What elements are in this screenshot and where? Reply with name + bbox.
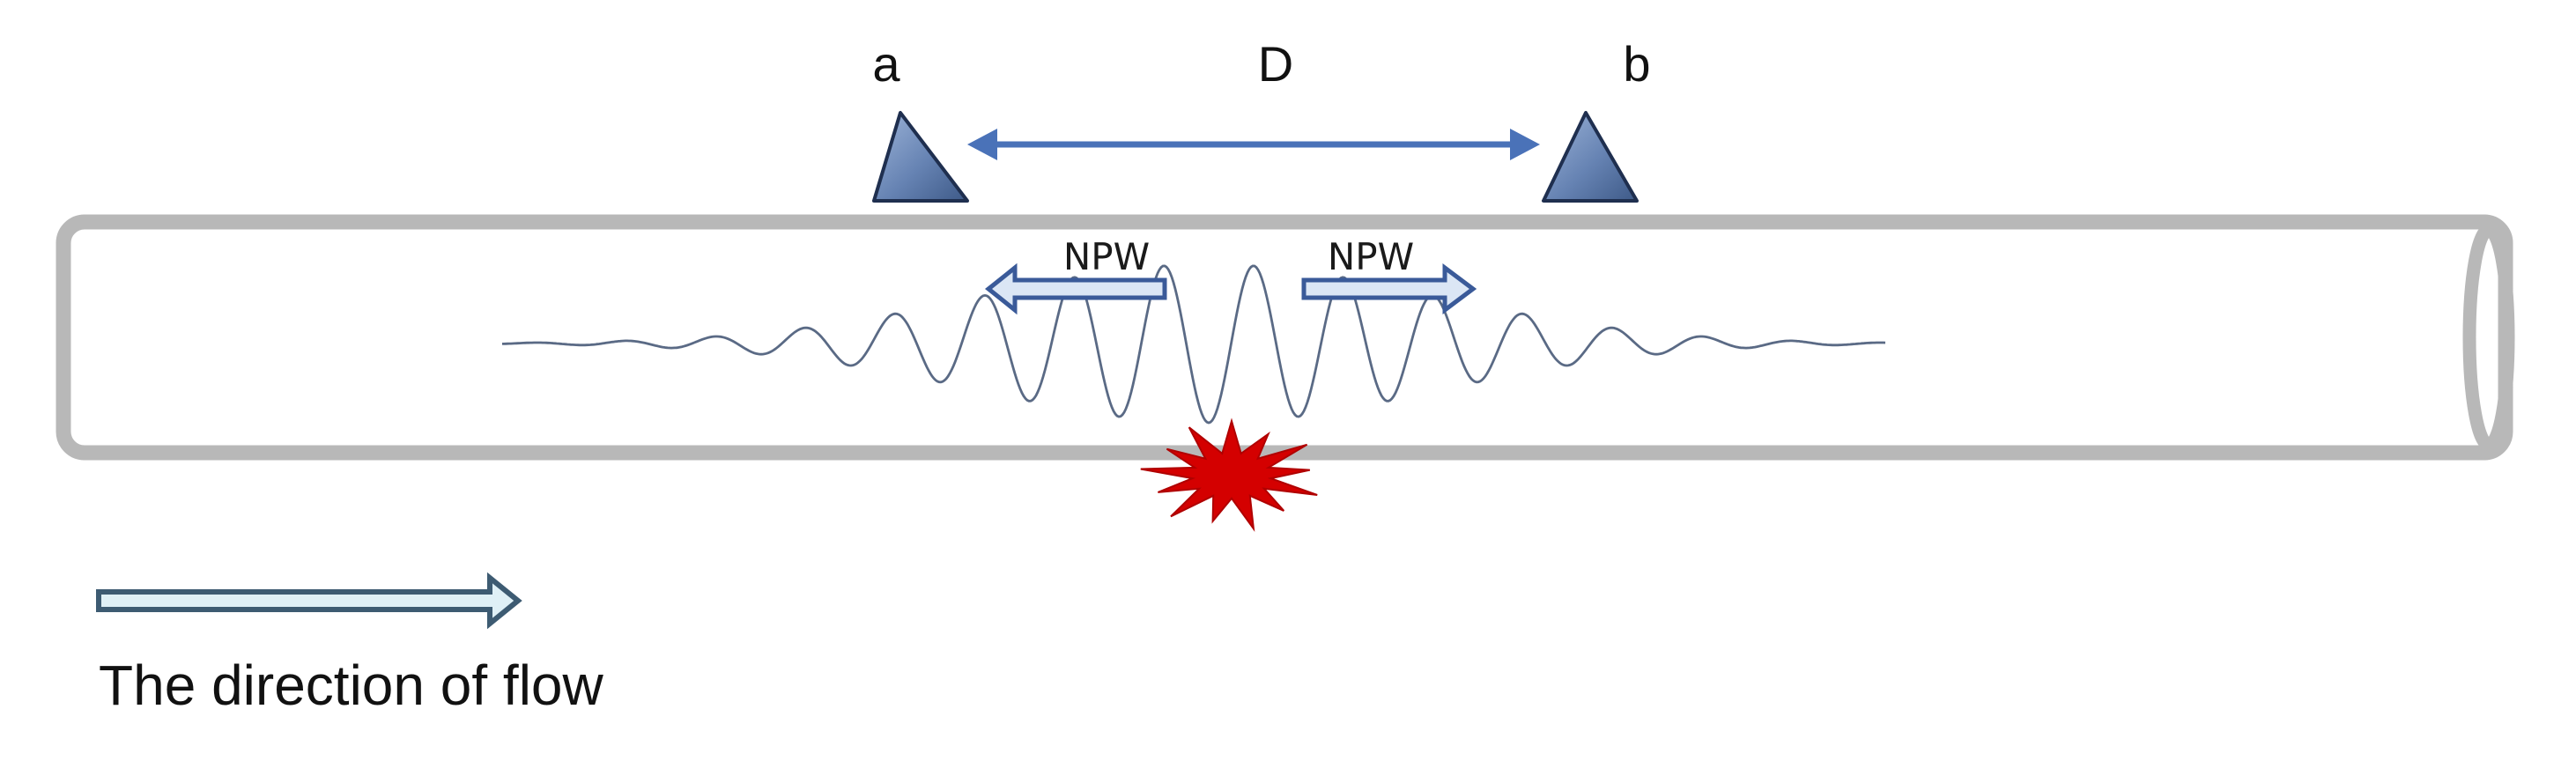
flow-direction-arrow [96, 572, 522, 630]
distance-arrow [967, 129, 1540, 160]
npw-left-arrow [984, 262, 1167, 315]
npw-right-arrow [1301, 263, 1477, 314]
npw-left-label: NPW [1063, 235, 1150, 278]
npw-right-label: NPW [1328, 235, 1414, 278]
sensor-a-triangle [872, 111, 969, 203]
pipe-end-opening [2462, 223, 2515, 452]
distance-label: D [1258, 36, 1293, 92]
sensor-a-label: a [872, 36, 900, 92]
flow-caption: The direction of flow [99, 654, 604, 717]
sensor-b-triangle [1542, 111, 1639, 203]
pressure-wave [502, 264, 1886, 425]
leak-burst [1140, 417, 1318, 532]
sensor-b-label: b [1623, 36, 1650, 92]
pipe-body [56, 214, 2513, 461]
pipe [56, 214, 2515, 461]
